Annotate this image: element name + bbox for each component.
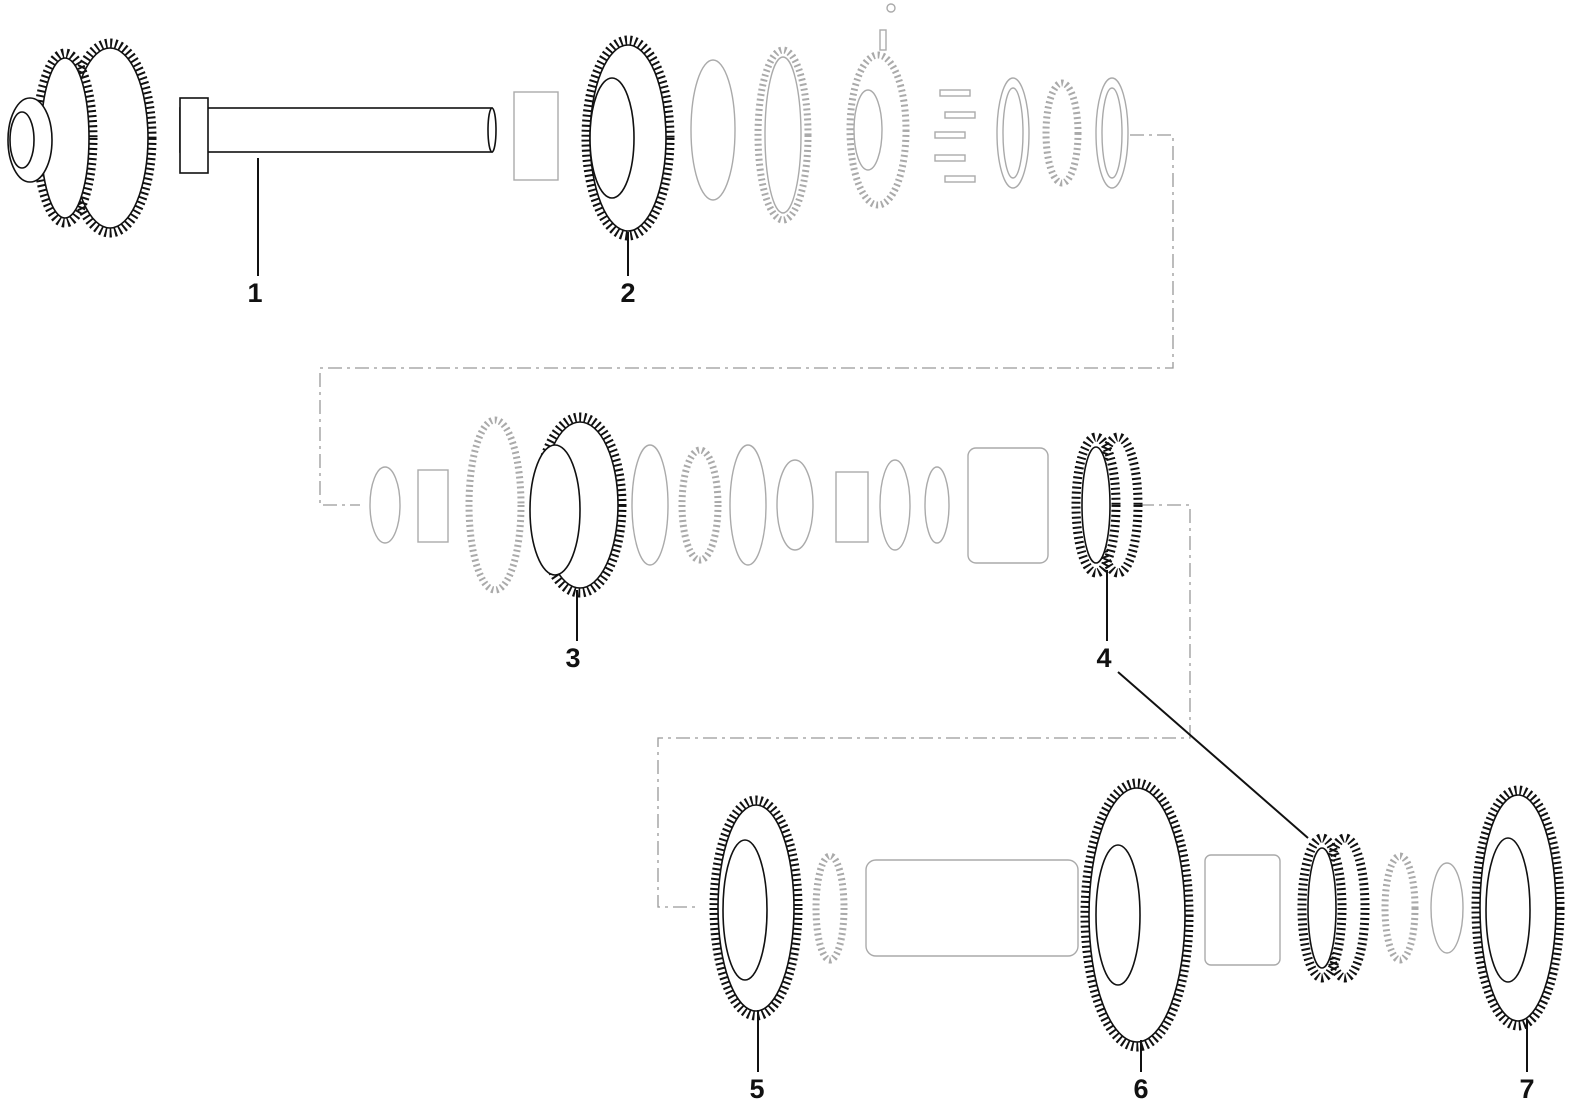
callout-2: 2 — [620, 278, 636, 308]
synchronizer-parts-top — [690, 3, 1129, 224]
mid-context-parts — [369, 416, 1049, 594]
part-1-input-shaft — [7, 38, 497, 238]
callout-3: 3 — [565, 643, 581, 673]
callout-4: 4 — [1096, 643, 1112, 673]
part-4-bearing — [1071, 432, 1143, 578]
part-6-gear — [1080, 778, 1194, 1052]
part-3-gear — [529, 412, 627, 598]
callout-5: 5 — [749, 1074, 765, 1104]
needle-bearing — [513, 91, 559, 181]
part-5-gear — [709, 795, 803, 1021]
assembly-path-2 — [657, 504, 1191, 908]
part-4-bearing-installed — [1297, 833, 1370, 983]
callout-6: 6 — [1133, 1074, 1149, 1104]
part-7-gear — [1471, 785, 1565, 1031]
callout-1: 1 — [247, 278, 263, 308]
leader-4-diagonal — [1117, 671, 1309, 839]
lower-context-parts — [812, 852, 1464, 966]
assembly-path-1 — [319, 134, 1174, 506]
part-2-gear — [581, 35, 675, 241]
callout-7: 7 — [1519, 1074, 1535, 1104]
